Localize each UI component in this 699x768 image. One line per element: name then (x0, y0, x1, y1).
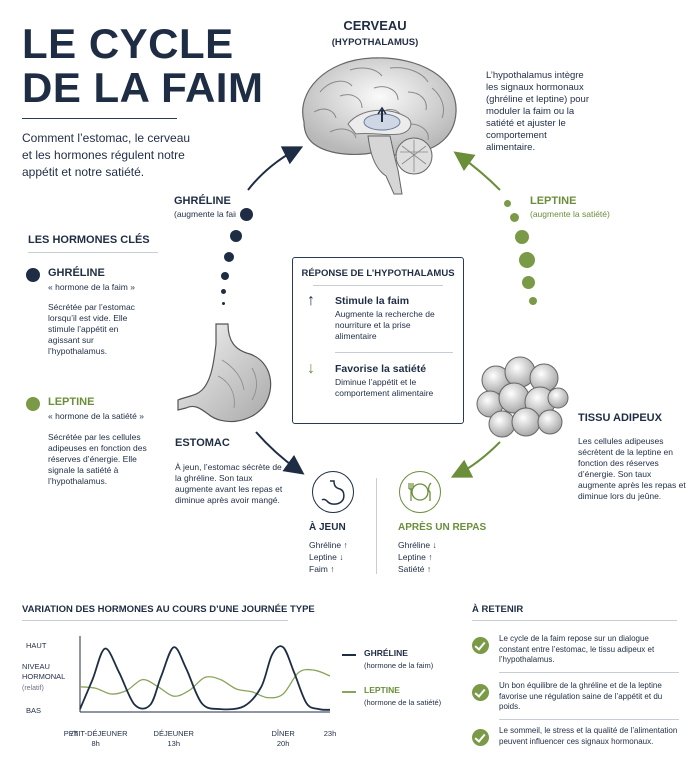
hypothalamus-response-box: RÉPONSE DE L’HYPOTHALAMUS ↑ Stimule la f… (292, 257, 464, 424)
ghreline-name: GHRÉLINE (48, 267, 105, 279)
chart-x-tick-sublabel: 20h (277, 739, 290, 748)
tissu-title: TISSU ADIPEUX (578, 412, 662, 424)
response-divider (335, 352, 453, 353)
chart-x-tick-label: 23h (324, 729, 337, 738)
leptine-desc: Sécrétée par les cellules adipeuses en f… (48, 432, 147, 486)
chart-y-low: BAS (26, 706, 42, 715)
legend-label-ghreline: GHRÉLINE (364, 648, 408, 658)
stomach-icon (177, 323, 272, 423)
response-title: Favorise la satiété (335, 363, 427, 375)
leptine-dot (519, 252, 535, 268)
leptine-dot (522, 276, 535, 289)
retenir-divider (499, 719, 679, 720)
response-divider (313, 285, 443, 286)
legend-swatch-ghreline (342, 654, 356, 656)
chart-ylabel-note: (relatif) (22, 685, 44, 692)
ghreline-dot (224, 252, 234, 262)
response-title: Stimule la faim (335, 295, 410, 307)
cerveau-subtitle: (HYPOTHALAMUS) (331, 37, 419, 48)
chart-ylabel: NIVEAU HORMONAL (22, 662, 66, 681)
retenir-item: Un bon équilibre de la ghréline et de la… (499, 681, 663, 711)
state-title: APRÈS UN REPAS (398, 522, 487, 533)
chart-x-tick-label: DÉJEUNER (154, 729, 195, 738)
chart-x-tick-label: PETIT-DÉJEUNER (64, 729, 128, 738)
state-line: Ghréline ↓ (398, 540, 437, 550)
ghreline-label-subtitle: (augmente la faim) (174, 209, 236, 219)
title-rule (22, 118, 177, 119)
state-line: Leptine ↓ (309, 552, 344, 562)
check-icon (472, 684, 489, 701)
chart-title: VARIATION DES HORMONES AU COURS D’UNE JO… (22, 604, 315, 615)
hormones-rule (28, 252, 158, 253)
state-line: Leptine ↑ (398, 552, 433, 562)
arrow-up-icon: ↑ (307, 292, 315, 309)
ghreline-dot (240, 208, 253, 221)
fork-knife-plate-icon (399, 471, 441, 513)
adipose-tissue-icon (476, 356, 569, 438)
tissu-text: Les cellules adipeuses sécrètent de la l… (578, 436, 686, 501)
legend-label-leptine: LEPTINE (364, 685, 400, 695)
ghreline-dot (222, 302, 225, 305)
leptine-dot (529, 297, 537, 305)
leptine-dot (504, 200, 511, 207)
leptine-dot (515, 230, 529, 244)
chart-x-tick-label: 7h (70, 729, 78, 738)
ghreline-dot (221, 272, 229, 280)
chart-x-tick-label: DÎNER (271, 729, 295, 738)
leptine-series-line (79, 668, 331, 699)
hormones-heading: LES HORMONES CLÉS (28, 234, 150, 246)
leptine-nickname: « hormone de la satiété » (48, 411, 144, 421)
retenir-item: Le cycle de la faim repose sur un dialog… (499, 634, 655, 664)
leptine-name: LEPTINE (48, 396, 95, 408)
intro-text: Comment l’estomac, le cerveau et les hor… (22, 131, 191, 179)
retenir-heading: À RETENIR (472, 604, 524, 615)
check-icon (472, 637, 489, 654)
cycle-arrows (247, 146, 501, 478)
leptine-dot (510, 213, 519, 222)
response-text: Diminue l’appétit et le comportement ali… (335, 377, 434, 398)
chart-y-high: HAUT (26, 641, 47, 650)
retenir-divider (499, 672, 679, 673)
ghreline-label: GHRÉLINE (174, 195, 231, 207)
leptine-legend-dot (26, 397, 40, 411)
state-line: Ghréline ↑ (309, 540, 348, 550)
ghreline-nickname: « hormone de la faim » (48, 282, 135, 292)
retenir-item: Le sommeil, le stress et la qualité de l… (499, 726, 678, 746)
check-icon (472, 729, 489, 746)
title-line-2: DE LA FAIM (22, 64, 264, 111)
chart-x-tick-sublabel: 8h (91, 739, 99, 748)
page-title: LE CYCLE DE LA FAIM (22, 22, 263, 110)
state-line: Satiété ↑ (398, 564, 432, 574)
response-heading: RÉPONSE DE L’HYPOTHALAMUS (301, 268, 455, 279)
response-text: Augmente la recherche de nourriture et l… (335, 309, 435, 341)
cerveau-title: CERVEAU (343, 18, 407, 33)
state-title: À JEUN (309, 522, 346, 533)
chart-x-tick-sublabel: 13h (167, 739, 180, 748)
retenir-rule (472, 620, 677, 621)
chart-title-rule (22, 620, 288, 621)
ghreline-dot (221, 289, 226, 294)
ghreline-legend-dot (26, 268, 40, 282)
title-line-1: LE CYCLE (22, 20, 234, 67)
cerveau-text: L’hypothalamus intègre les signaux hormo… (486, 70, 589, 153)
leptine-label-subtitle: (augmente la satiété) (530, 209, 610, 219)
brain-icon (302, 57, 457, 195)
states-divider (376, 478, 377, 574)
legend-swatch-leptine (342, 691, 356, 693)
leptine-label: LEPTINE (530, 195, 577, 207)
ghreline-dot (230, 230, 242, 242)
ghreline-series-line (79, 645, 331, 711)
ghreline-desc: Sécrétée par l’estomac lorsqu’il est vid… (48, 302, 135, 356)
stomach-icon (312, 471, 354, 513)
legend-note-leptine: (hormone de la satiété) (364, 698, 442, 707)
estomac-title: ESTOMAC (175, 437, 230, 449)
arrow-down-icon: ↓ (307, 360, 315, 377)
state-line: Faim ↑ (309, 564, 335, 574)
estomac-text: À jeun, l’estomac sécrète de la ghréline… (175, 462, 283, 505)
legend-note-ghreline: (hormone de la faim) (364, 661, 434, 670)
